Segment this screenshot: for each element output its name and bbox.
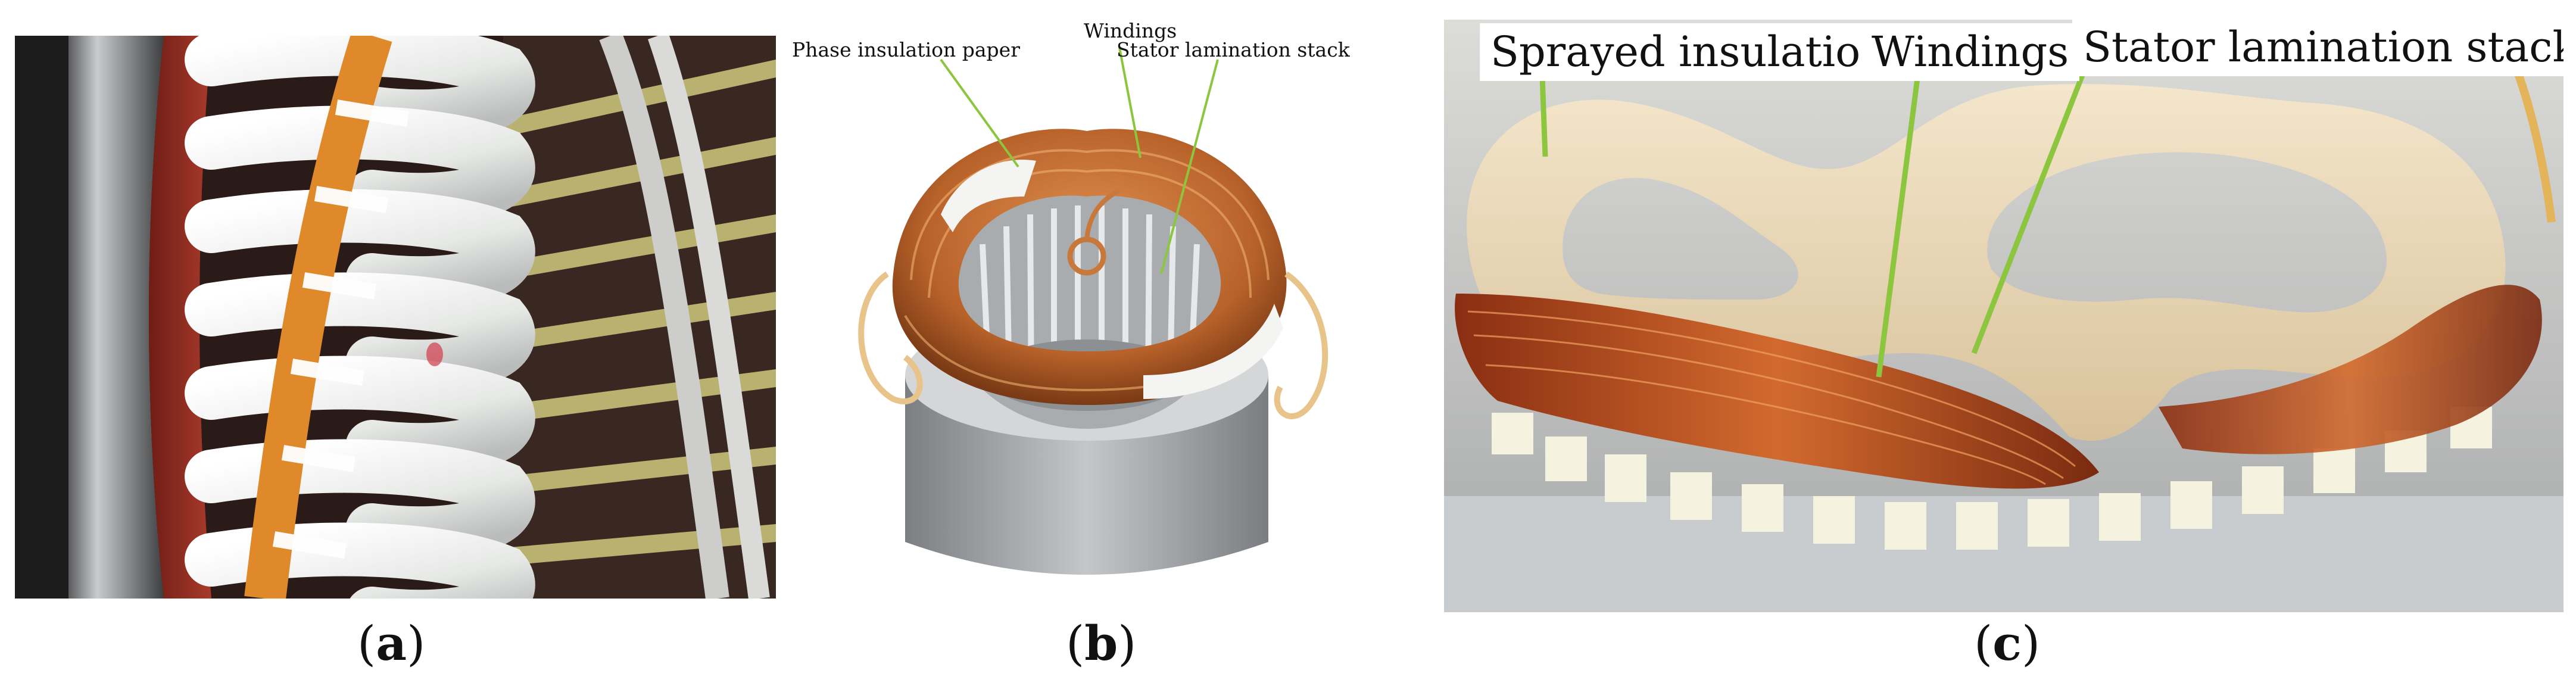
photo-b-illustration bbox=[786, 18, 1387, 607]
caption-b: (b) bbox=[1066, 615, 1137, 671]
label-windings-b: Windings bbox=[1084, 19, 1177, 42]
label-stator-lamination-stack-c: Stator lamination stack bbox=[2072, 20, 2563, 76]
caption-a: (a) bbox=[357, 615, 426, 671]
photo-end-windings-taped bbox=[15, 36, 776, 599]
label-windings-c: Windings bbox=[1861, 23, 2080, 81]
label-sprayed-insulation: Sprayed insulation bbox=[1480, 23, 1898, 81]
label-stator-lamination-stack-b: Stator lamination stack bbox=[1117, 38, 1350, 61]
photo-c-illustration bbox=[1444, 20, 2563, 612]
photo-a-illustration bbox=[15, 36, 776, 599]
caption-c: (c) bbox=[1974, 615, 2041, 671]
label-phase-insulation-paper: Phase insulation paper bbox=[792, 38, 1020, 61]
photo-sprayed-insulation-windings: Sprayed insulation Windings Stator lamin… bbox=[1444, 20, 2563, 612]
photo-stator-copper-windings: Phase insulation paper Windings Stator l… bbox=[786, 18, 1387, 607]
